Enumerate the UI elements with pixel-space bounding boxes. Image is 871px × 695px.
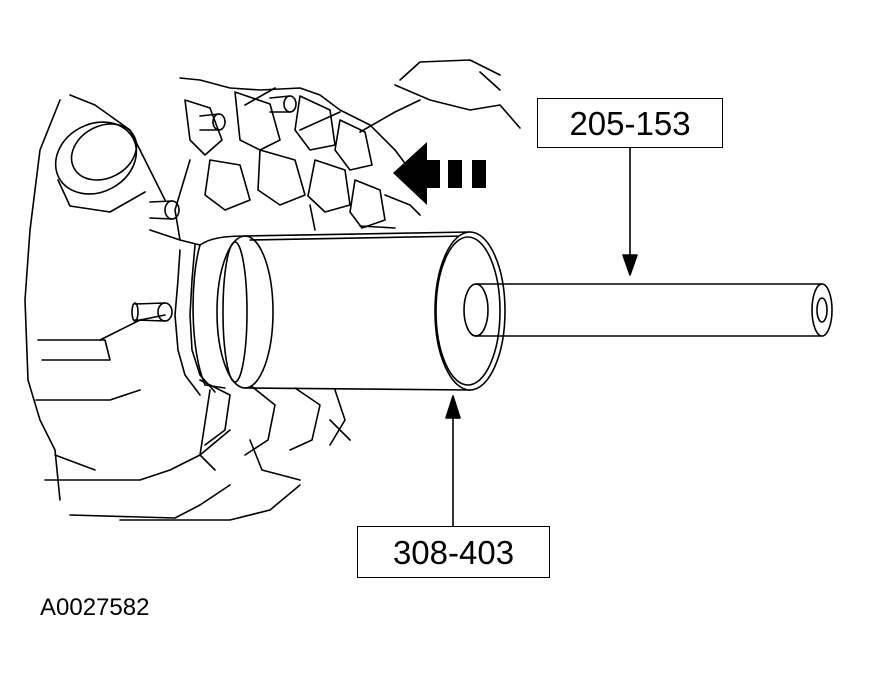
tool-label-205-153: 205-153 [537,98,723,148]
tool-label-308-403: 308-403 [357,526,550,578]
leader-308-403 [445,395,461,527]
figure-id: A0027582 [40,594,150,621]
tool-label-205-153-text: 205-153 [569,104,691,142]
leader-205-153 [622,147,638,276]
arrow-left-icon [393,142,486,205]
tool-label-308-403-text: 308-403 [392,533,515,571]
engine-housing-background [24,59,521,521]
tool-205-153-shaft [463,283,833,337]
tool-308-403-body [192,231,506,391]
